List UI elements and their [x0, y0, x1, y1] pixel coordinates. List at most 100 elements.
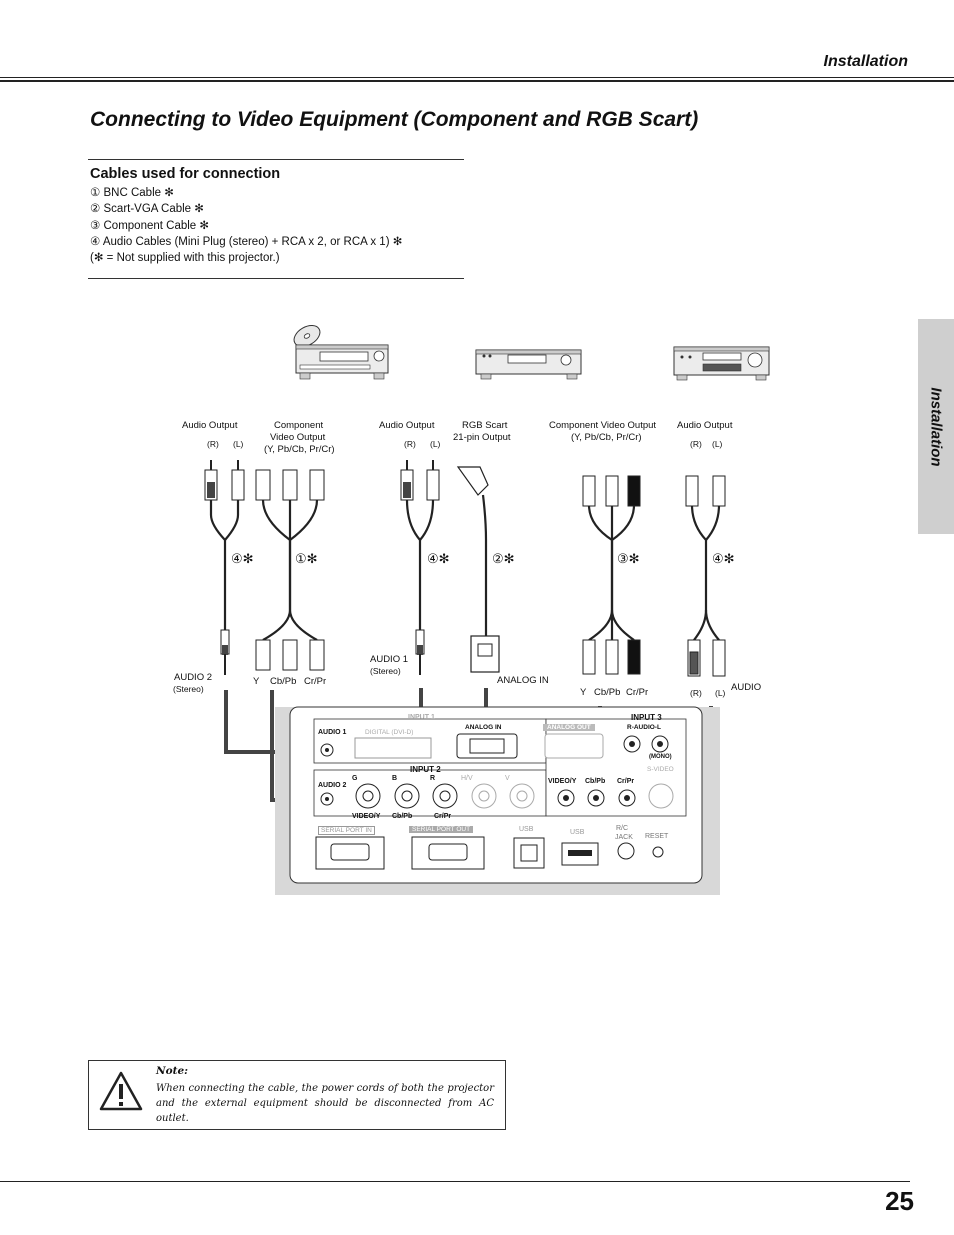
audio2-plug-sub: (Stereo): [173, 684, 204, 694]
audio-output-label: Audio Output: [677, 420, 733, 431]
component-label: (Y, Pb/Cb, Pr/Cr): [264, 444, 335, 455]
r-audio-l-label: R-AUDIO-L: [627, 724, 661, 731]
audio2-plug-label: AUDIO 2: [174, 672, 213, 683]
section-title: Installation: [823, 53, 908, 70]
note-title: Note:: [156, 1065, 189, 1077]
bnc-cable: [261, 499, 319, 641]
audio-plug-label: AUDIO: [731, 682, 762, 693]
r-label: (R): [207, 439, 219, 449]
page-number: 25: [885, 1186, 914, 1216]
audio1-plug-sub: (Stereo): [370, 666, 401, 676]
v-label: V: [505, 775, 510, 782]
audio-cable-1: [209, 500, 240, 630]
component-label: Component: [274, 420, 324, 431]
cables-heading: Cables used for connection: [90, 166, 281, 182]
panel-audio2: AUDIO 2: [318, 782, 347, 789]
r-label: (R): [690, 439, 702, 449]
analog-in-label: ANALOG IN: [497, 675, 549, 686]
l-label: (L): [430, 439, 441, 449]
cr-label: Cr/Pr: [304, 676, 327, 687]
cable-item: ④ Audio Cables (Mini Plug (stereo) + RCA…: [90, 235, 403, 248]
cable-mark: ②✻: [492, 551, 515, 566]
component-cable: [587, 504, 636, 641]
rca-plug-icon: [400, 460, 440, 675]
serial-in-label: SERIAL PORT IN: [318, 826, 375, 835]
audio1-plug-label: AUDIO 1: [370, 654, 409, 665]
input2-label: INPUT 2: [410, 765, 441, 774]
video-y-label: VIDEO/Y: [548, 778, 577, 785]
audio-cable-3: [690, 504, 721, 641]
rca-plug-icon: [204, 460, 245, 675]
cable-mark: ①✻: [295, 551, 318, 566]
projector-panel: [275, 706, 720, 895]
reset-label: RESET: [645, 833, 669, 840]
cr-pr-label: Cr/Pr: [617, 778, 635, 785]
r-label: (R): [404, 439, 416, 449]
hv-label: H/V: [461, 775, 473, 782]
digital-label: DIGITAL (DVI-D): [365, 729, 414, 736]
panel-analog-out: ANALOG OUT: [543, 724, 595, 731]
y-label: Y: [580, 687, 587, 698]
rgb-scart-label: RGB Scart: [462, 420, 508, 431]
component-output-label: (Y, Pb/Cb, Pr/Cr): [571, 432, 642, 443]
note-box: [88, 1060, 506, 1130]
component-plug-icon: [582, 475, 641, 675]
r-label: (R): [690, 688, 702, 698]
scart-device-icon: [475, 349, 582, 380]
g-label: G: [352, 775, 358, 782]
cable-item: ① BNC Cable ✻: [90, 187, 174, 199]
b-label: B: [392, 775, 398, 782]
note-text: When connecting the cable, the power cor…: [156, 1083, 494, 1124]
mono-label: (MONO): [649, 754, 672, 760]
audio-cable-2: [405, 499, 435, 630]
svideo-label: S-VIDEO: [647, 766, 674, 773]
component-output-label: Component Video Output: [549, 420, 657, 431]
cb-label: Cb/Pb: [594, 687, 621, 698]
cables-rule-top: [88, 159, 464, 160]
dvd-player-icon: [293, 325, 389, 380]
usb-label: USB: [570, 829, 585, 836]
serial-out-label: SERIAL PORT OUT: [409, 826, 474, 833]
rc-jack-label: JACK: [615, 834, 633, 841]
footer-rule: [0, 1181, 910, 1182]
video-y-label: VIDEO/Y: [352, 813, 381, 820]
l-label: (L): [715, 688, 726, 698]
l-label: (L): [233, 439, 244, 449]
cable-item: ② Scart-VGA Cable ✻: [90, 203, 204, 216]
y-label: Y: [253, 676, 260, 687]
rgb-scart-label: 21-pin Output: [453, 432, 511, 443]
audio-output-label: Audio Output: [379, 420, 435, 431]
cr-pr-label: Cr/Pr: [434, 813, 452, 820]
header-rule: [0, 77, 954, 78]
cb-pb-label: Cb/Pb: [585, 778, 606, 785]
cable-mark: ④✻: [231, 551, 254, 566]
cables-rule-bottom: [88, 278, 464, 279]
cb-label: Cb/Pb: [270, 676, 297, 687]
page-title: Connecting to Video Equipment (Component…: [90, 108, 699, 131]
side-tab: [918, 319, 954, 534]
cables-footnote: (✻ = Not supplied with this projector.): [90, 252, 280, 265]
cb-pb-label: Cb/Pb: [392, 813, 413, 820]
panel-audio1: AUDIO 1: [318, 729, 347, 736]
cr-label: Cr/Pr: [626, 687, 649, 698]
input1-label: INPUT 1: [408, 714, 435, 721]
cable-mark: ④✻: [427, 551, 450, 566]
rc-jack-label: R/C: [616, 825, 629, 832]
cables-list: ① BNC Cable ✻ ② Scart-VGA Cable ✻ ③ Comp…: [90, 185, 402, 266]
usb-label: USB: [519, 826, 534, 833]
audio-output-label: Audio Output: [182, 420, 238, 431]
cable-mark: ③✻: [617, 551, 640, 566]
cable-item: ③ Component Cable ✻: [90, 219, 210, 232]
input3-label: INPUT 3: [631, 713, 662, 722]
warning-icon: [99, 1071, 143, 1111]
r-label: R: [430, 775, 436, 782]
scart-vga-cable: [456, 466, 500, 673]
cable-mark: ④✻: [712, 551, 735, 566]
component-device-icon: [673, 346, 770, 381]
header-rule-thick: [0, 80, 954, 82]
panel-analog-in: ANALOG IN: [465, 724, 502, 731]
rca-plug-icon: [685, 475, 726, 677]
component-label: Video Output: [270, 432, 326, 443]
l-label: (L): [712, 439, 723, 449]
